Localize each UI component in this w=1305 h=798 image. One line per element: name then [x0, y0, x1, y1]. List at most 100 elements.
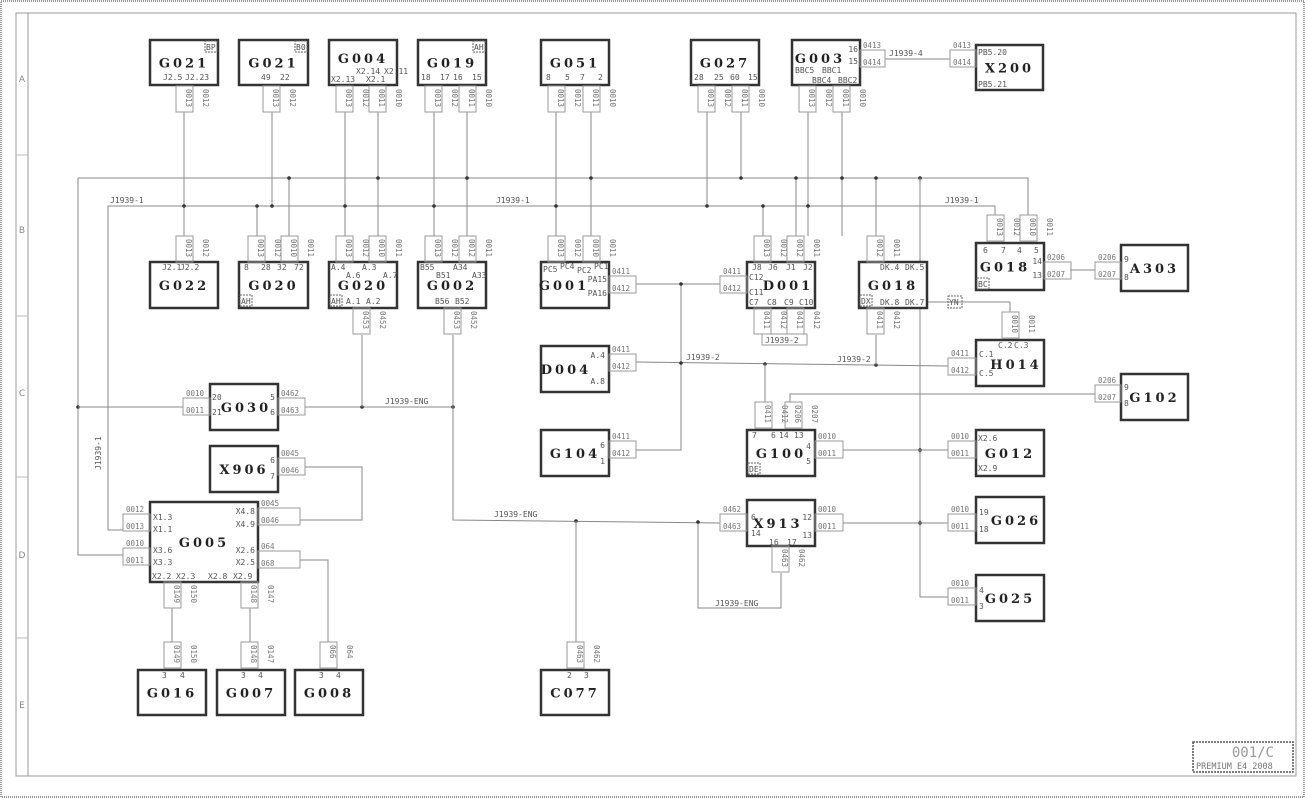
connector-stub: [754, 401, 773, 429]
pin-label: 9: [1124, 383, 1129, 392]
pin-label: C.2: [998, 341, 1013, 350]
connector-stub: [247, 235, 266, 263]
wire-label: 0010: [951, 579, 970, 588]
net-label: J1939-2: [837, 355, 871, 364]
pin-label: 49: [261, 73, 271, 82]
wire-label: 0011: [951, 449, 969, 458]
component-box: [974, 338, 1046, 388]
pin-label: 18: [421, 73, 431, 82]
junction-dot: [794, 176, 798, 180]
pin-label: C.3: [1014, 341, 1029, 350]
wire: [789, 393, 1095, 402]
wire-label: 0411: [612, 432, 630, 441]
connector-stub: [697, 85, 716, 113]
pin-label: BBC1: [822, 66, 841, 75]
wire: [636, 284, 682, 451]
wire-label: 0412: [779, 311, 788, 329]
connector-stub: [947, 513, 977, 532]
wire-label: 0414: [953, 58, 972, 67]
connector-stub: [832, 85, 851, 113]
pin-label: 3: [162, 671, 167, 680]
connector-stub: [335, 85, 354, 113]
wire-label: 0206: [793, 405, 802, 424]
pin-label: 18: [979, 525, 989, 534]
pin-label: 5: [565, 73, 570, 82]
net-label: J1939-ENG: [715, 599, 759, 608]
wire-label: 0148: [249, 645, 258, 664]
wire-label: 0011: [186, 406, 204, 415]
pin-label: 15: [848, 57, 858, 66]
wire: [697, 522, 782, 609]
pin-label: 9: [1124, 255, 1129, 264]
pin-label: 21: [212, 408, 222, 417]
wire-label: 0463: [780, 549, 789, 567]
pin-label: C11: [749, 288, 764, 297]
wire-label: 0207: [1047, 270, 1065, 279]
pin-label: X3.3: [153, 558, 172, 567]
component-box: [327, 38, 399, 87]
component-box: [237, 38, 310, 87]
component-name: G005: [179, 536, 229, 551]
junction-dot: [696, 520, 700, 524]
junction-dot: [343, 204, 347, 208]
connector-stub: [458, 235, 477, 263]
wire-label: 0011: [841, 89, 850, 107]
component-name: H014: [990, 358, 1041, 373]
wire-label: 0010: [858, 89, 867, 108]
component-name: G018: [980, 261, 1030, 276]
pin-label: 2: [598, 73, 603, 82]
wire-label: 0411: [875, 311, 884, 329]
pin-label: 16: [769, 538, 779, 547]
wire-label: 0011: [377, 89, 386, 107]
wire-label: 0411: [612, 267, 630, 276]
component-name: G104: [550, 447, 600, 462]
pin-label: 32: [277, 263, 287, 272]
component-box: [539, 38, 611, 87]
pin-label: 28: [694, 73, 704, 82]
pin-label: B52: [455, 297, 470, 306]
wire-label: 0010: [377, 239, 386, 258]
component-box: [148, 260, 220, 310]
net-label: J1939-1: [94, 436, 103, 470]
pin-label: 12: [802, 513, 812, 522]
wire-label: 0011: [394, 239, 403, 257]
junction-dot: [761, 204, 765, 208]
wire-label: 0411: [951, 349, 969, 358]
pin-label: A.8: [591, 377, 606, 386]
connector-stub: [859, 49, 886, 68]
connector-stub: [566, 641, 585, 669]
wire-label: 0010: [757, 89, 766, 108]
connector-stub: [947, 440, 977, 459]
pin-label: 8: [1124, 273, 1129, 282]
pin-label: 17: [440, 73, 450, 82]
wire-label: 0011: [306, 239, 315, 257]
wire: [920, 301, 1011, 312]
component-name: G012: [985, 447, 1035, 462]
component-name: G021: [248, 57, 298, 72]
pin-label: 8: [244, 263, 249, 272]
pin-label: X4.9: [236, 520, 255, 529]
pin-label: 14: [751, 529, 761, 538]
component-name: X913: [753, 517, 802, 532]
connector-stub: [1094, 261, 1122, 280]
wire-label: 0011: [818, 449, 836, 458]
pin-label: X3.6: [153, 546, 172, 555]
pin-label: C8: [767, 298, 777, 307]
wire-label: 0010: [394, 89, 403, 108]
row-label-0: A: [19, 75, 26, 85]
wire-label: 0045: [261, 499, 279, 508]
component-tag: DE: [749, 465, 759, 474]
wire-label: 0012: [361, 89, 370, 107]
junction-dot: [554, 204, 558, 208]
wire: [300, 466, 363, 521]
wire-label: 0412: [612, 284, 630, 293]
wire-label: 0010: [186, 389, 205, 398]
component-name: A303: [1129, 262, 1179, 277]
